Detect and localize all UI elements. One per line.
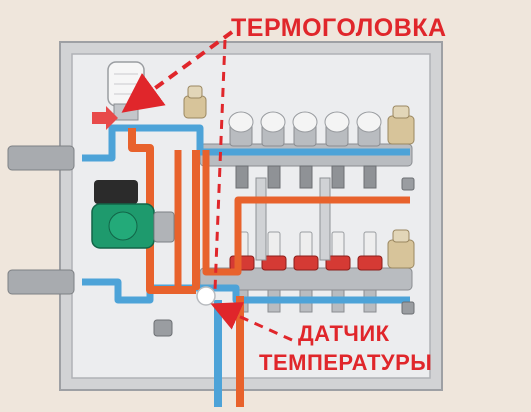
hot-supply-flow [128,128,410,407]
sensor-leader-arrow [210,302,293,342]
drain-valves [153,177,415,337]
sensor-label-line1: ДАТЧИК [298,321,390,346]
air-vent-icon [387,229,415,269]
valve-caps [228,111,382,133]
inlet-pipe-stub-top [7,145,75,171]
manifold-brackets [255,177,331,261]
sensor-label-line2: ТЕМПЕРАТУРЫ [259,350,433,375]
inflow-arrow-icon [92,106,118,130]
capillary-dashed-line [213,39,227,291]
circulation-pump-icon [91,180,175,249]
air-vent-icon [183,85,207,119]
inlet-pipe-stub-bottom [7,269,75,295]
temperature-sensor-icon [196,286,216,306]
air-vent-icon [387,105,415,145]
thermo-head-leader-arrow [121,30,234,113]
thermo-head-label: ТЕРМОГОЛОВКА [231,14,447,42]
